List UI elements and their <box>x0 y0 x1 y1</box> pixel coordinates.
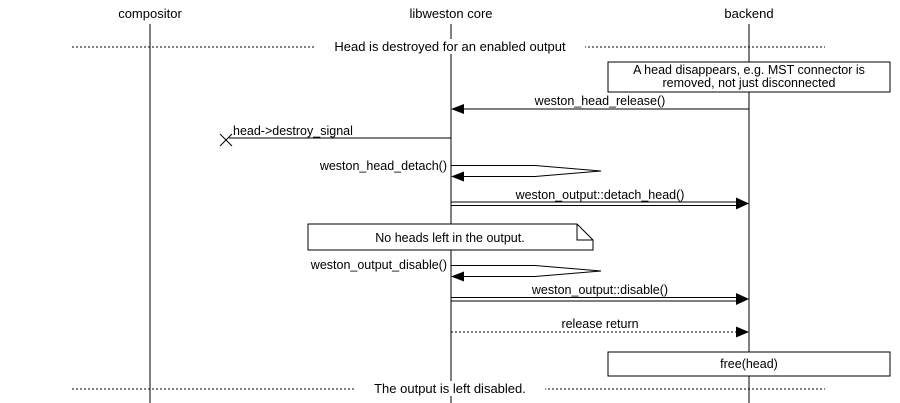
arrowhead-left-icon <box>451 104 464 114</box>
lifeline-label-backend: backend <box>724 6 773 21</box>
arrowhead-left-icon <box>451 171 464 182</box>
arrowhead-right-icon <box>736 197 749 210</box>
message-destroy-signal-label: head->destroy_signal <box>233 124 353 138</box>
divider-top-label-backdrop <box>315 39 585 54</box>
message-head-detach: weston_head_detach() <box>319 159 602 182</box>
note-folded-corner-icon <box>576 224 593 241</box>
divider-top-label: Head is destroyed for an enabled output <box>334 39 566 54</box>
message-release-return: release return <box>451 317 749 338</box>
message-disable-call: weston_output::disable() <box>451 283 749 305</box>
message-disable-label: weston_output::disable() <box>531 283 668 297</box>
note-free-head-label: free(head) <box>720 357 778 371</box>
message-detach-head-call: weston_output::detach_head() <box>451 188 749 210</box>
message-release-return-label: release return <box>561 317 638 331</box>
note-head-disappears-line2: removed, not just disconnected <box>662 76 835 90</box>
message-head-detach-label: weston_head_detach() <box>319 159 447 173</box>
divider-bottom-label: The output is left disabled. <box>374 381 526 396</box>
arrowhead-left-icon <box>451 271 464 282</box>
message-head-detach-loop <box>451 165 602 177</box>
divider-head-destroyed: Head is destroyed for an enabled output <box>72 39 825 54</box>
note-no-heads-outline <box>307 223 594 251</box>
arrowhead-right-icon <box>736 326 749 338</box>
message-output-disable-loop <box>451 265 602 277</box>
message-destroy-signal: head->destroy_signal <box>219 124 451 147</box>
arrowhead-right-icon <box>736 293 749 305</box>
message-head-release: weston_head_release() <box>451 94 749 114</box>
note-free-head: free(head) <box>607 351 891 377</box>
lost-message-cross-icon <box>219 133 233 147</box>
message-output-disable: weston_output_disable() <box>310 258 602 282</box>
lifeline-label-libweston-core: libweston core <box>409 6 492 21</box>
note-head-disappears-box <box>607 61 891 93</box>
note-head-disappears-line1: A head disappears, e.g. MST connector is <box>633 63 865 77</box>
message-output-disable-label: weston_output_disable() <box>310 258 447 272</box>
note-free-head-box <box>607 351 891 377</box>
divider-bottom-label-backdrop <box>355 381 545 396</box>
message-head-release-label: weston_head_release() <box>534 94 666 108</box>
note-no-heads-label: No heads left in the output. <box>375 231 524 245</box>
message-detach-head-label: weston_output::detach_head() <box>515 188 685 202</box>
divider-output-disabled: The output is left disabled. <box>72 381 825 396</box>
note-no-heads-left: No heads left in the output. <box>307 223 594 251</box>
note-head-disappears: A head disappears, e.g. MST connector is… <box>607 61 891 93</box>
lifeline-label-compositor: compositor <box>118 6 182 21</box>
